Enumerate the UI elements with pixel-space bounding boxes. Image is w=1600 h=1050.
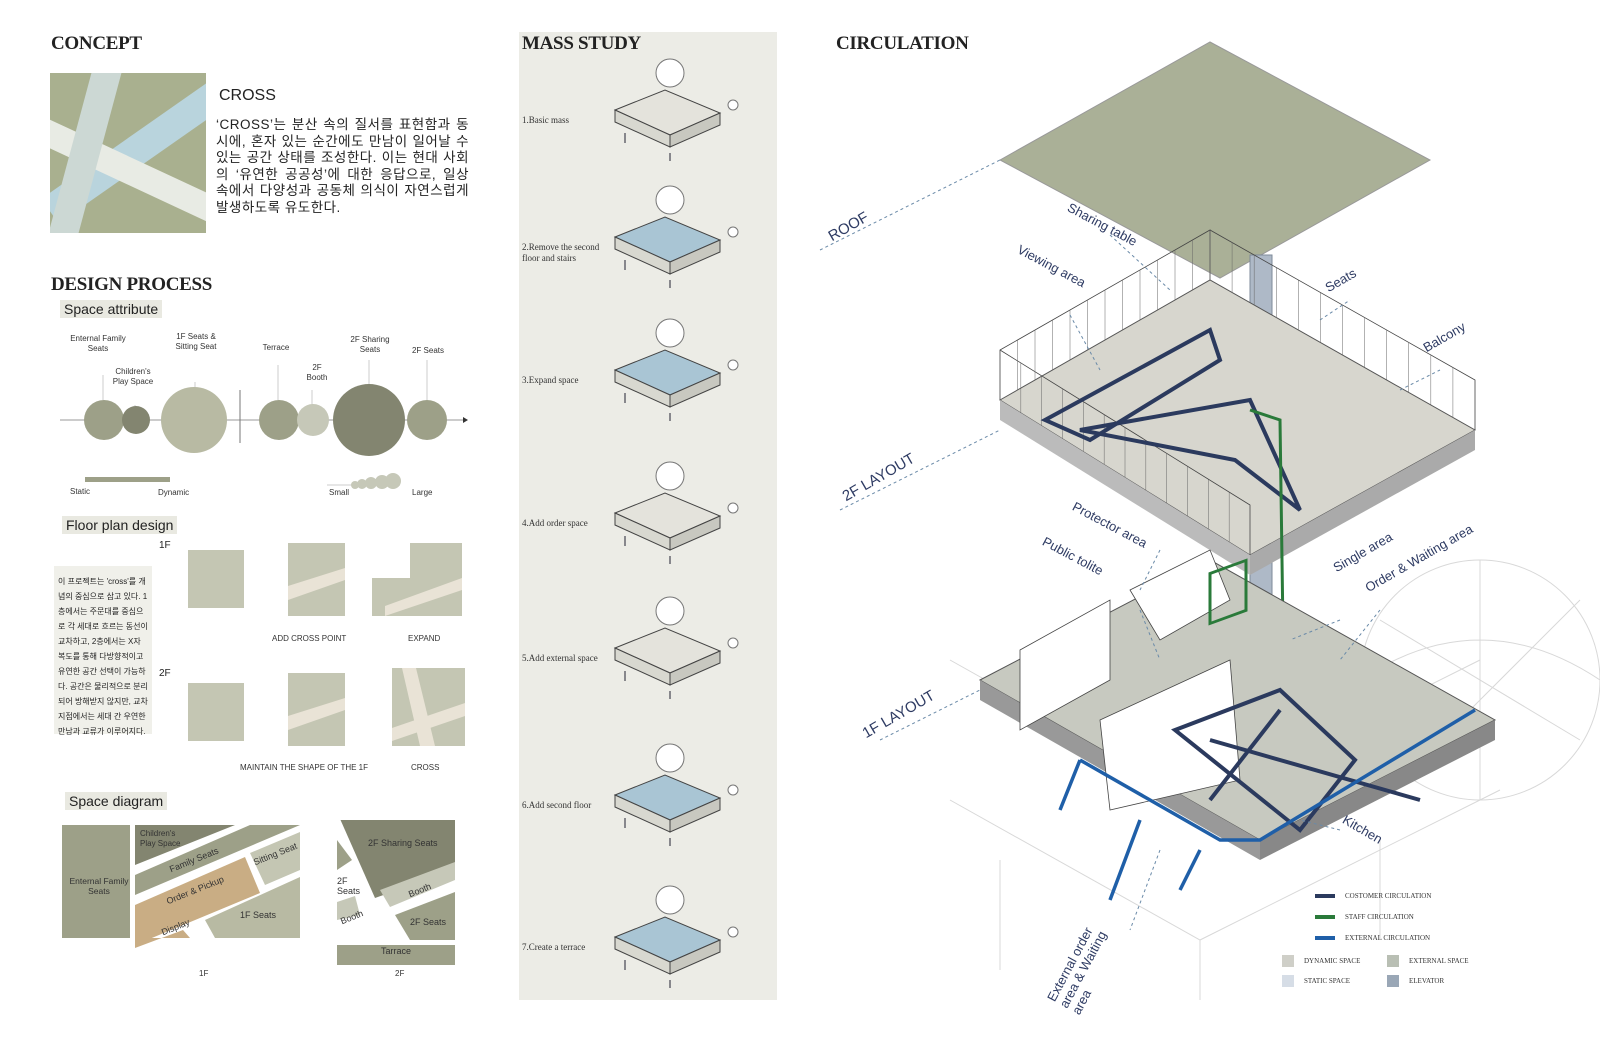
scale-large: Large	[412, 488, 433, 497]
legend-elevator: ELEVATOR	[1387, 975, 1487, 987]
sd-childrens-play: Children's Play Space	[140, 829, 181, 848]
mass-step-sketch	[613, 461, 739, 564]
floor-label-maintain: MAINTAIN THE SHAPE OF THE 1F	[240, 763, 369, 772]
legend-staff: STAFF CIRCULATION	[1315, 913, 1431, 921]
sd-2f-seats-right: 2F Seats	[410, 917, 447, 927]
concept-image	[50, 73, 206, 233]
legend-box	[1387, 975, 1399, 987]
floor-label-expand: EXPAND	[408, 634, 441, 643]
mass-step-label: 6.Add second floor	[522, 800, 592, 810]
mass-step-label: 1.Basic mass	[522, 115, 569, 125]
space-diagram-shapes	[62, 820, 455, 965]
circulation-legend: COSTOMER CIRCULATION STAFF CIRCULATION E…	[1315, 892, 1431, 942]
mass-step-sketch	[613, 885, 739, 988]
floor-2f-label: 2F	[159, 668, 171, 679]
mass-step-label: 7.Create a terrace	[522, 942, 586, 952]
space-attribute-tag: Space attribute	[60, 300, 163, 318]
sd-2f-sharing: 2F Sharing Seats	[368, 838, 438, 848]
legend-label: DYNAMIC SPACE	[1304, 957, 1361, 965]
circulation-title: CIRCULATION	[836, 33, 969, 54]
legend-box	[1282, 975, 1294, 987]
mass-step-sketch	[613, 596, 739, 699]
floor-label-add-cross: ADD CROSS POINT	[272, 634, 347, 643]
floor-1f-label: 1F	[159, 540, 171, 551]
legend-dynamic: DYNAMIC SPACE	[1282, 955, 1387, 967]
sd-caption-2f: 2F	[395, 969, 405, 978]
mass-study-title: MASS STUDY	[522, 33, 641, 54]
legend-external: EXTERNAL CIRCULATION	[1315, 934, 1431, 942]
circulation-axonometric	[819, 41, 1600, 1000]
legend-label: ELEVATOR	[1409, 977, 1445, 985]
legend-box	[1282, 955, 1294, 967]
legend-label: STAFF CIRCULATION	[1345, 913, 1414, 921]
sd-external-family: Enternal Family Seats	[69, 876, 129, 896]
attr-label-terrace: Terrace	[262, 343, 290, 352]
attr-label-2f-booth: 2F Booth	[306, 363, 328, 382]
floor-label-cross: CROSS	[411, 763, 440, 772]
attr-label-1f-seats: 1F Seats & Sitting Seat	[175, 332, 217, 351]
legend-box	[1387, 955, 1399, 967]
mass-step-sketch	[613, 743, 739, 846]
scale-small: Small	[329, 488, 350, 497]
legend-swatch	[1315, 936, 1335, 940]
mass-step-label: 5.Add external space	[522, 653, 598, 663]
legend-label: COSTOMER CIRCULATION	[1345, 892, 1432, 900]
legend-customer: COSTOMER CIRCULATION	[1315, 892, 1431, 900]
legend-static: STATIC SPACE	[1282, 975, 1387, 987]
concept-subtitle: CROSS	[219, 87, 276, 104]
attr-label-external-family: Enternal Family Seats	[70, 334, 126, 353]
mass-step-label: 4.Add order space	[522, 518, 588, 528]
concept-text: ‘CROSS’는 분산 속의 질서를 표현함과 동시에, 혼자 있는 순간에도 …	[216, 117, 469, 215]
sd-caption-1f: 1F	[199, 969, 209, 978]
space-legend: DYNAMIC SPACE EXTERNAL SPACE STATIC SPAC…	[1282, 955, 1487, 987]
floor-plan-tag: Floor plan design	[62, 516, 178, 534]
attr-label-2f-seats: 2F Seats	[411, 346, 444, 355]
mass-step-sketch	[613, 318, 739, 421]
legend-label: EXTERNAL SPACE	[1409, 957, 1469, 965]
legend-swatch	[1315, 915, 1335, 919]
floor-plan-diagrams	[188, 543, 465, 746]
design-process-title: DESIGN PROCESS	[51, 274, 213, 295]
space-attribute-chart	[60, 360, 468, 489]
space-diagram-tag: Space diagram	[65, 792, 168, 810]
scale-dynamic: Dynamic	[158, 488, 190, 497]
mass-step-label: 3.Expand space	[522, 375, 579, 385]
legend-label: STATIC SPACE	[1304, 977, 1351, 985]
floor-plan-text: 이 프로젝트는 'cross'를 개념의 중심으로 삼고 있다. 1층에서는 주…	[54, 566, 152, 736]
attr-label-2f-sharing: 2F Sharing Seats	[350, 335, 390, 354]
concept-title: CONCEPT	[51, 33, 142, 54]
legend-external-space: EXTERNAL SPACE	[1387, 955, 1487, 967]
sd-tarrace: Tarrace	[381, 946, 412, 956]
sd-1f-seats: 1F Seats	[240, 910, 277, 920]
mass-step-sketch	[613, 58, 739, 161]
legend-swatch	[1315, 894, 1335, 898]
attr-label-childrens-play: Children's Play Space	[112, 367, 154, 386]
legend-label: EXTERNAL CIRCULATION	[1345, 934, 1431, 942]
scale-static: Static	[70, 487, 91, 496]
mass-step-label: 2.Remove the second floor and stairs	[522, 242, 600, 263]
sd-2f-seats-left: 2F Seats	[337, 876, 361, 896]
mass-step-sketch	[613, 185, 739, 288]
